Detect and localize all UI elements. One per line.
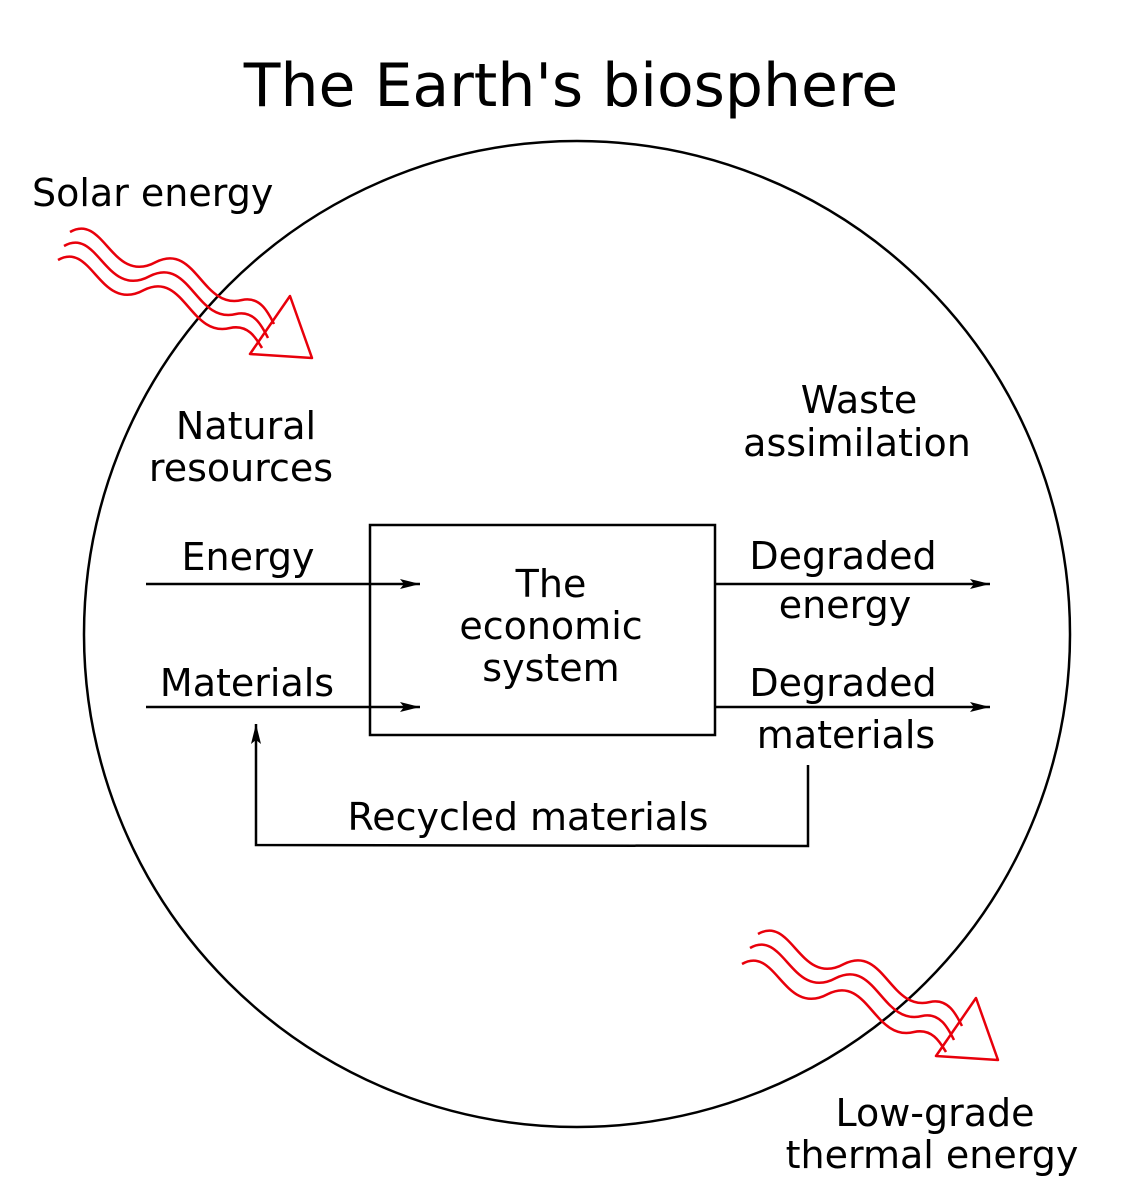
economic-system-label-line3: system (482, 646, 619, 690)
waste-assimilation-label-line1: Waste (801, 378, 918, 422)
energy-label: Energy (181, 535, 314, 579)
thermal-energy-radiation-icon (741, 929, 1000, 1062)
economic-system-label-line1: The (515, 562, 587, 606)
degraded-materials-label-line1: Degraded (749, 661, 936, 705)
materials-label: Materials (160, 661, 334, 705)
diagram-title: The Earth's biosphere (243, 51, 898, 121)
biosphere-circle (82, 139, 1072, 1129)
natural-resources-label-line1: Natural (176, 404, 316, 448)
low-grade-thermal-label-line1: Low-grade (835, 1091, 1034, 1135)
degraded-energy-label-line2: energy (779, 583, 911, 627)
solar-energy-label: Solar energy (32, 171, 273, 215)
economic-system-box (368, 523, 717, 737)
natural-resources-label-line2: resources (149, 446, 333, 490)
degraded-materials-label-line2: materials (757, 713, 935, 757)
waste-assimilation-label-line2: assimilation (743, 421, 971, 465)
recycled-materials-label: Recycled materials (348, 795, 709, 839)
economic-system-label-line2: economic (459, 604, 642, 648)
low-grade-thermal-label-line2: thermal energy (786, 1133, 1079, 1177)
degraded-energy-label-line1: Degraded (749, 534, 936, 578)
recycled-materials-arrow (251, 724, 810, 848)
solar-energy-radiation-icon (57, 227, 314, 360)
